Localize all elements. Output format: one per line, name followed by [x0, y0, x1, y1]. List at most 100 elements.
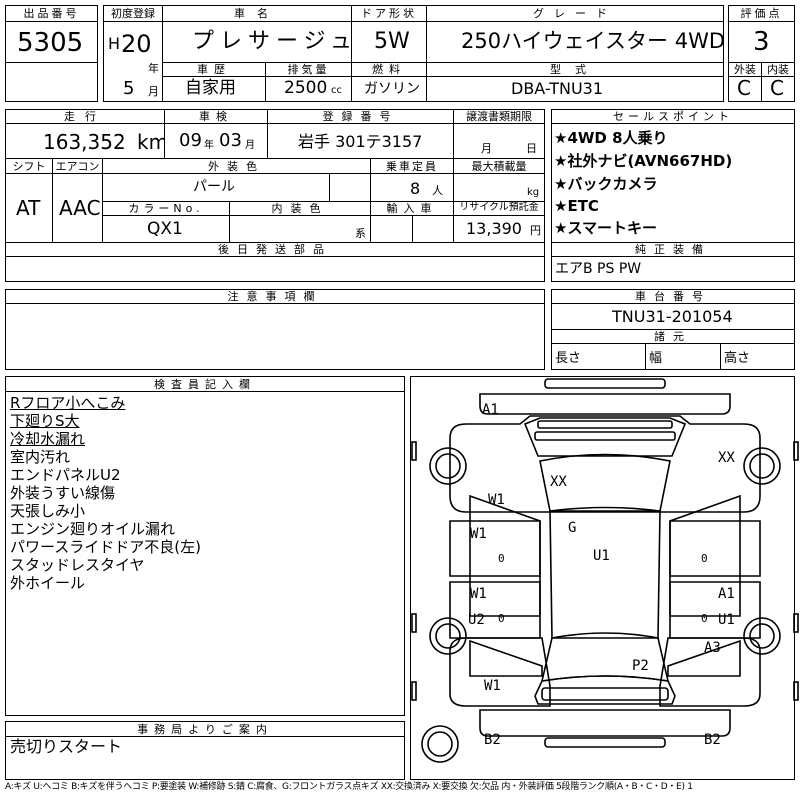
- inspector-label: 検査員記入欄: [154, 378, 256, 391]
- plate-label: 登録番号: [322, 110, 399, 123]
- right-rear-lamp-shape: [793, 613, 799, 633]
- windshield-frame-shape: [523, 417, 687, 457]
- right-mirror-shape: [793, 441, 799, 461]
- displacement-cell: [265, 76, 352, 102]
- rear-bumper-shape: [479, 709, 731, 737]
- plate-cell: [267, 123, 454, 159]
- mileage-label: 走行: [64, 110, 106, 123]
- damage-diagram-frame: [410, 376, 795, 780]
- mark-rear-right: B2: [704, 732, 721, 748]
- inspector-note: エンジン廻りオイル漏れ: [10, 520, 176, 538]
- int-grade-cell: [761, 76, 795, 102]
- recycle-value: 13,390: [466, 219, 522, 238]
- notes-label: 注意事項欄: [227, 290, 323, 303]
- capacity-label: 乗車定員: [386, 160, 438, 173]
- mark-tailgate: P2: [632, 658, 649, 674]
- right-rear-quarter-shape: [659, 637, 761, 707]
- int-color-suffix: 系: [355, 227, 366, 240]
- right-rear-door-shape: [669, 581, 761, 639]
- inspection-label: 車検: [199, 110, 233, 123]
- width-cell: [645, 343, 721, 370]
- sales-point-5: ★スマートキー: [554, 219, 657, 237]
- office-message: 売切りスタート: [10, 737, 123, 756]
- transfer-month-unit: 月: [481, 142, 492, 155]
- rear-left-hub-shape: [435, 623, 461, 649]
- lot-no-label: 出品番号: [23, 7, 80, 20]
- post-parts-label: 後日発送部品: [218, 243, 332, 256]
- int-color-cell: [229, 215, 371, 243]
- aircon-label: エアコン: [55, 160, 100, 173]
- inspector-note: 外装うすい線傷: [10, 484, 116, 502]
- ext-grade-cell: [728, 76, 762, 102]
- import-cell-a: [370, 215, 413, 243]
- shift-label: シフト: [12, 160, 46, 173]
- left-rear-door-shape: [449, 581, 541, 639]
- color-no-cell: [102, 215, 230, 243]
- aircon-value: AAC: [59, 196, 101, 220]
- mark-right-rear-fender: A3: [704, 640, 721, 656]
- shift-cell: [5, 173, 53, 243]
- door-value: 5W: [374, 29, 410, 54]
- inspector-note: 天張しみ小: [10, 502, 86, 520]
- inspection-year: 09: [179, 130, 202, 151]
- front-bumper-shape: [479, 393, 731, 415]
- sales-point-4: ★ETC: [554, 197, 599, 215]
- ext-color-value: パール: [193, 179, 235, 195]
- reg-year-value: 20: [121, 30, 152, 58]
- inspector-note: Rフロア小へこみ: [10, 394, 126, 412]
- post-parts-cell: [5, 256, 545, 282]
- model-code-cell: [426, 76, 724, 102]
- mark-rear-left: B2: [484, 732, 501, 748]
- rear-glass-shape: [540, 632, 670, 682]
- mark-left-front-door-zero: 0: [498, 552, 505, 565]
- grade-value: 250ハイウェイスター 4WD: [461, 29, 726, 53]
- car-name-label: 車名: [234, 7, 280, 20]
- int-grade-value: C: [770, 76, 784, 100]
- lot-no-blank: [5, 62, 98, 102]
- int-grade-label: 内装: [767, 63, 789, 76]
- left-front-door-shape: [449, 520, 541, 577]
- displacement-label: 排気量: [287, 63, 330, 76]
- capacity-value: 8: [410, 179, 421, 198]
- width-label: 幅: [649, 351, 663, 366]
- model-code-value: DBA-TNU31: [511, 79, 604, 98]
- ext-grade-label: 外装: [734, 63, 756, 76]
- front-bumper-lip-shape: [544, 378, 666, 389]
- inspector-note: スタッドレスタイヤ: [10, 556, 145, 574]
- left-rear-quarter-shape: [449, 637, 551, 707]
- inspector-note: 室内汚れ: [10, 448, 71, 466]
- hood-line-shape: [534, 431, 676, 441]
- color-no-label: カラーNo.: [128, 202, 204, 215]
- mark-right-fender: XX: [718, 450, 735, 466]
- rating-value: 3: [753, 27, 770, 57]
- recycle-unit: 円: [530, 224, 541, 237]
- inspector-note: 外ホイール: [10, 574, 86, 592]
- left-rear-fender-shape: [469, 639, 543, 677]
- inspection-month-unit: 月: [245, 140, 255, 151]
- std-equipment-label: 純正装備: [635, 243, 711, 256]
- mark-front-bumper: A1: [482, 402, 499, 418]
- inspector-note: パワースライドドア不良(左): [10, 538, 201, 556]
- reg-month-value: 5: [123, 78, 135, 99]
- grade-cell: [426, 21, 724, 63]
- inspector-note: 下廻りS大: [10, 412, 80, 430]
- model-code-label: 型式: [550, 63, 600, 76]
- chassis-value: TNU31-201054: [612, 307, 733, 326]
- grade-label: グレード: [533, 7, 617, 20]
- mark-right-front-door-zero: 0: [701, 552, 708, 565]
- mark-hood: XX: [550, 474, 567, 490]
- sales-point-3: ★バックカメラ: [554, 175, 658, 193]
- import-label: 輸入車: [386, 202, 438, 215]
- displacement-unit: cc: [331, 85, 342, 96]
- transfer-docs-label: 譲渡書類期限: [466, 110, 532, 123]
- mark-right-rear-door-bottom: U1: [718, 612, 735, 628]
- mark-left-rear-door-bottom: U2: [468, 612, 485, 628]
- sales-point-1: ★4WD 8人乗り: [554, 129, 668, 147]
- rating-label: 評価点: [740, 7, 783, 20]
- mark-left-fender: W1: [488, 492, 505, 508]
- rear-right-wheel-shape: [743, 617, 781, 655]
- mark-roof-mid: U1: [593, 548, 610, 564]
- height-label: 高さ: [724, 351, 751, 366]
- ext-color-label: 外装色: [208, 160, 265, 173]
- mark-left-rear-fender: W1: [484, 678, 501, 694]
